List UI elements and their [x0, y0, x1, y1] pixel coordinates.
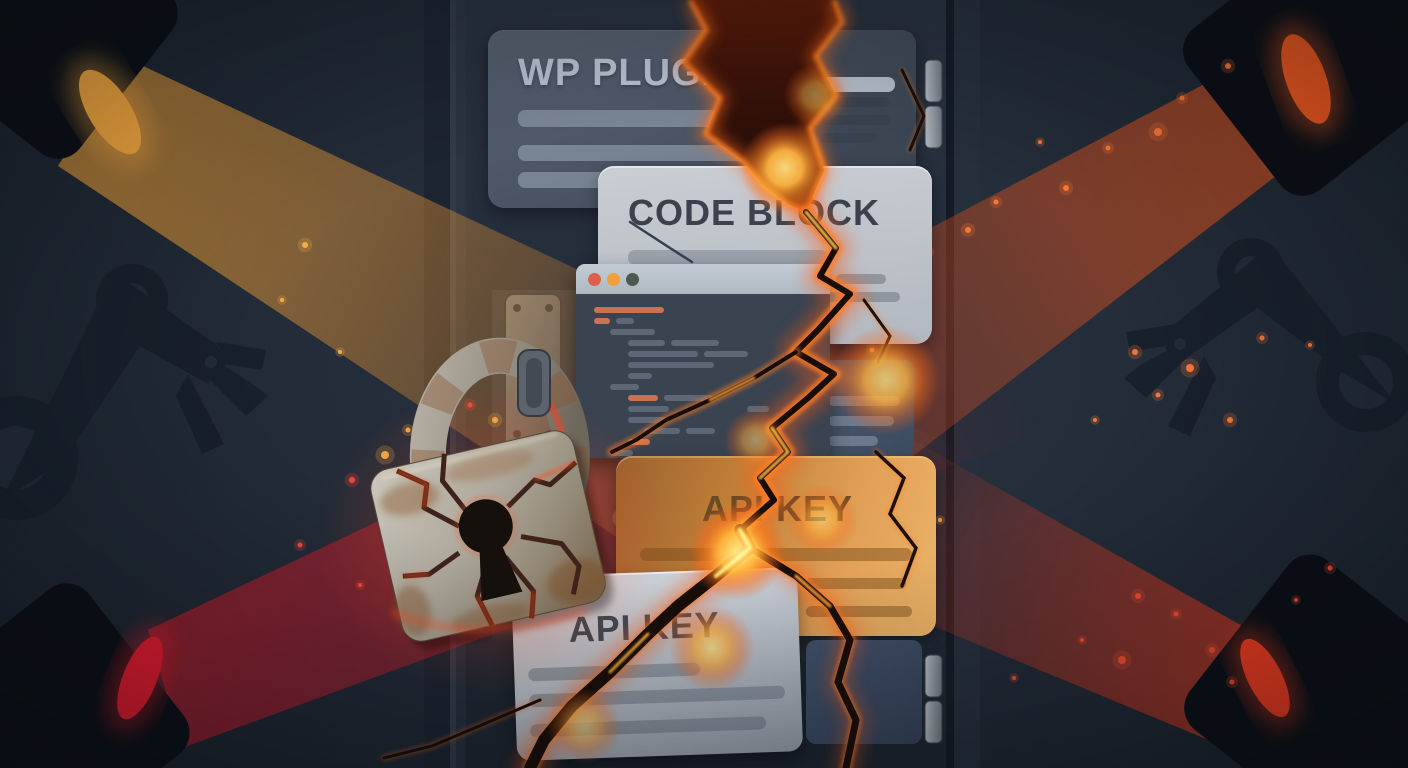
padlock-layer	[317, 337, 667, 695]
